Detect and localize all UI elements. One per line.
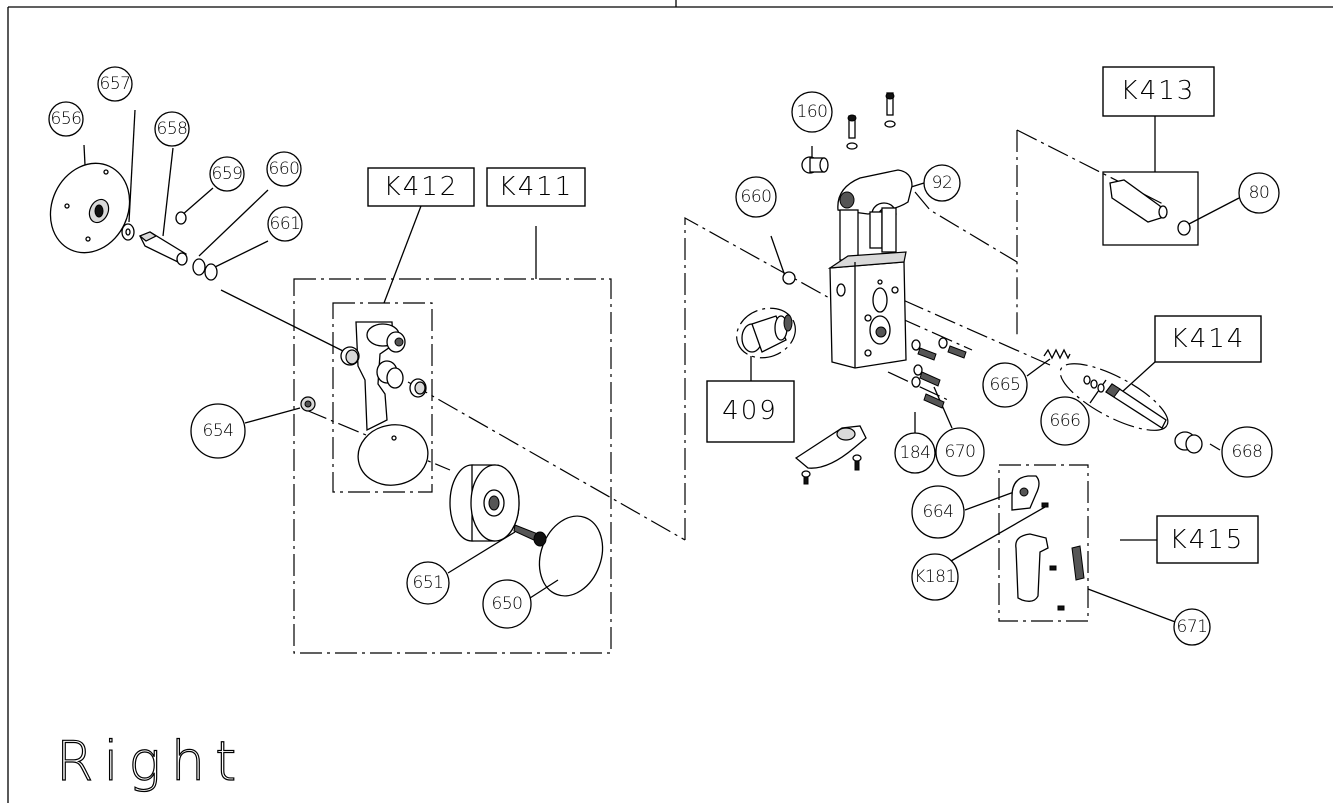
svg-text:659: 659 [212, 164, 243, 184]
callout-659: 659 [209, 156, 245, 192]
svg-text:654: 654 [203, 421, 234, 441]
svg-text:665: 665 [990, 375, 1021, 395]
svg-text:668: 668 [1232, 442, 1263, 462]
callout-160: 160 [791, 91, 833, 133]
callout-654: 654 [190, 403, 246, 459]
callout-650: 650 [482, 579, 532, 629]
callout-660-center: 660 [735, 176, 777, 218]
svg-text:660: 660 [741, 187, 772, 207]
callout-184: 184 [894, 432, 936, 474]
svg-text:K413: K413 [1121, 76, 1196, 106]
bolts-top [846, 92, 896, 150]
callout-660: 660 [266, 151, 302, 187]
screws-670 [911, 337, 967, 409]
svg-text:K414: K414 [1171, 324, 1246, 354]
oring-659 [175, 211, 187, 225]
bracket-k412 [340, 321, 429, 486]
screw-651 [513, 524, 547, 547]
svg-text:184: 184 [900, 443, 931, 463]
svg-text:651: 651 [413, 573, 444, 593]
svg-text:656: 656 [51, 109, 82, 129]
leader-lines [83, 109, 1240, 624]
kit-label-k414: K414 [1154, 315, 1262, 363]
svg-text:K181: K181 [914, 567, 956, 587]
kit-label-k411: K411 [486, 167, 586, 207]
svg-text:K415: K415 [1170, 525, 1245, 555]
callout-664: 664 [911, 485, 965, 539]
callout-666: 666 [1040, 396, 1090, 446]
washer-657 [121, 223, 135, 241]
callout-661: 661 [267, 206, 303, 242]
wheel-k411 [449, 464, 520, 542]
cap-668 [1174, 431, 1203, 454]
svg-text:661: 661 [270, 214, 301, 234]
svg-text:670: 670 [945, 442, 976, 462]
valve-409 [741, 314, 793, 353]
foot-bracket [794, 425, 867, 485]
svg-text:K411: K411 [499, 172, 574, 202]
callout-657: 657 [97, 66, 133, 102]
fitting-k413 [1109, 179, 1191, 236]
svg-text:660: 660 [269, 159, 300, 179]
callout-665: 665 [982, 362, 1028, 408]
svg-text:K412: K412 [384, 172, 459, 202]
callout-k181: K181 [911, 553, 959, 601]
spring-665 [1043, 348, 1071, 360]
clamp-92 [837, 169, 913, 261]
callout-671: 671 [1173, 608, 1211, 646]
callout-670: 670 [935, 427, 985, 477]
svg-text:657: 657 [100, 74, 131, 94]
nut-654 [300, 396, 316, 412]
callout-656: 656 [48, 101, 84, 137]
shaft-k414 [1083, 375, 1167, 429]
svg-text:650: 650 [492, 594, 523, 614]
kit-label-k412: K412 [367, 167, 475, 207]
callout-651: 651 [406, 561, 450, 605]
pin-658 [138, 231, 188, 266]
svg-text:92: 92 [932, 173, 953, 193]
callout-80: 80 [1238, 172, 1280, 214]
svg-text:658: 658 [157, 119, 188, 139]
callout-bubbles: 656 657 658 659 660 661 654 651 650 160 … [48, 66, 1280, 646]
orings-660-661 [192, 258, 218, 281]
svg-text:160: 160 [797, 102, 828, 122]
svg-text:409: 409 [722, 396, 778, 426]
callout-658: 658 [154, 111, 190, 147]
flange-656 [49, 162, 131, 254]
kit-label-k415: K415 [1156, 515, 1259, 564]
k415-parts [1011, 475, 1085, 611]
svg-text:671: 671 [1177, 617, 1208, 637]
callout-92: 92 [923, 164, 961, 202]
kit-label-k413: K413 [1102, 66, 1215, 117]
kit-label-409: 409 [706, 380, 795, 443]
svg-text:666: 666 [1050, 411, 1081, 431]
svg-text:80: 80 [1249, 183, 1270, 203]
kit-labels: K412 K411 K413 K414 K415 409 [367, 66, 1262, 564]
main-block [827, 251, 907, 369]
view-label-right: Right [56, 730, 246, 793]
cap-160 [801, 156, 829, 174]
oring-660-center [782, 271, 796, 285]
svg-text:664: 664 [923, 502, 954, 522]
drawing-frame [7, 0, 1333, 803]
callout-668: 668 [1221, 426, 1273, 478]
